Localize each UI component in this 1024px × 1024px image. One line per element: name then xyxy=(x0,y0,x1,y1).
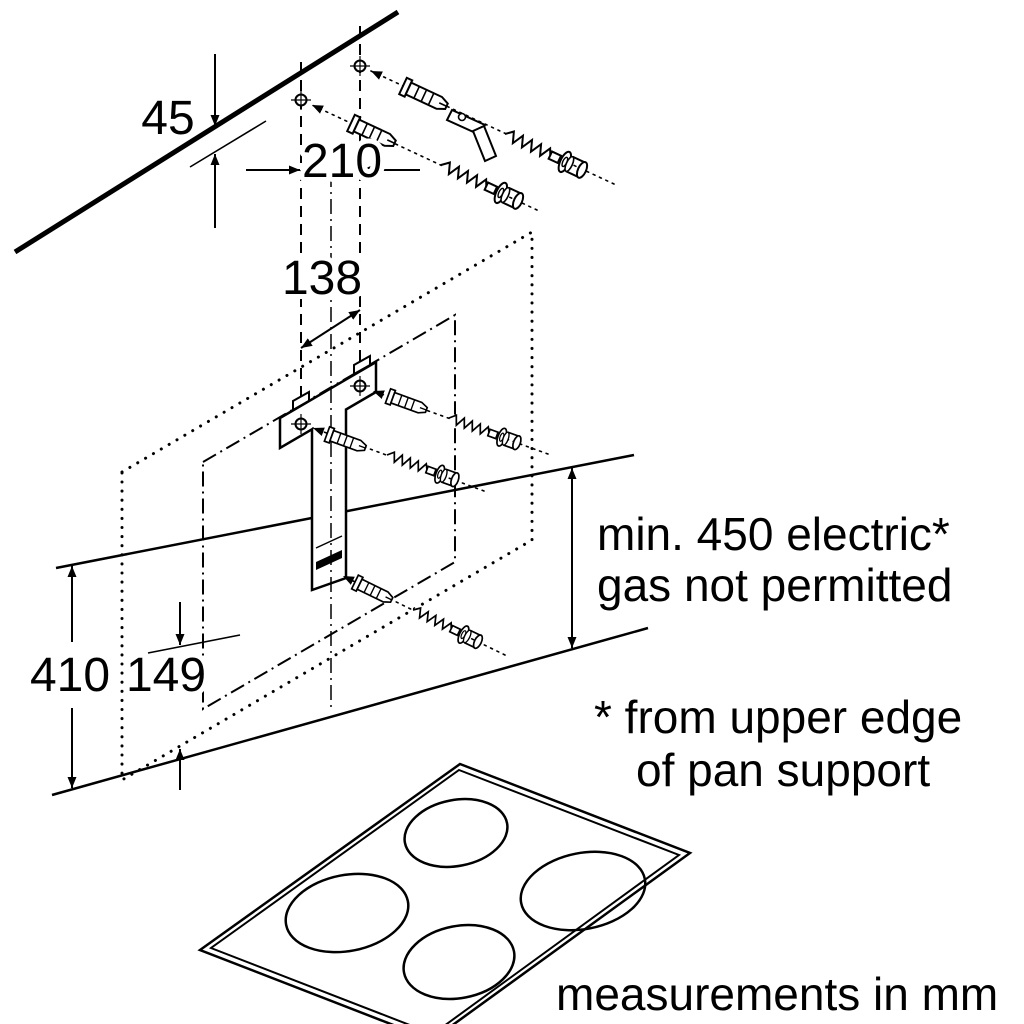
wall-plug xyxy=(384,387,430,418)
hob xyxy=(197,762,693,1024)
drill-hole xyxy=(291,414,311,434)
hob-outer-edge xyxy=(197,762,693,1024)
wall-plug xyxy=(398,76,452,116)
drill-holes xyxy=(291,56,370,434)
mounting-screw xyxy=(382,445,463,491)
footnote-line2: of pan support xyxy=(636,744,930,796)
extension-line xyxy=(147,634,241,654)
bracket-detail-line xyxy=(315,535,343,549)
bracket-hole xyxy=(457,112,467,122)
bracket-slot xyxy=(316,550,342,570)
bracket-plate xyxy=(278,359,378,592)
clearance-note-line2: gas not permitted xyxy=(597,559,952,611)
mounting-screw xyxy=(499,123,592,183)
label-45: 45 xyxy=(141,92,194,145)
clearance-note-line1: min. 450 electric* xyxy=(597,508,950,560)
wall-plug xyxy=(350,574,396,608)
mounting-screw xyxy=(408,600,486,653)
dimension-149 xyxy=(147,602,241,790)
extension-line-holes xyxy=(189,120,267,168)
dimension-45 xyxy=(189,54,267,228)
hood-outline-dotted xyxy=(120,229,534,783)
drill-hole xyxy=(291,90,311,110)
drill-hole xyxy=(350,376,370,396)
burner-circle xyxy=(519,850,647,932)
label-138: 138 xyxy=(282,252,362,305)
pan-support-line xyxy=(51,626,649,797)
mounting-screw xyxy=(444,408,525,454)
burner-circle xyxy=(403,797,509,869)
mounting-screw xyxy=(435,154,528,214)
label-210: 210 xyxy=(302,135,382,188)
label-410: 410 xyxy=(30,649,110,702)
hob-inner-edge xyxy=(208,768,682,1024)
chimney-bracket xyxy=(445,108,498,163)
units-note: measurements in mm xyxy=(556,968,998,1020)
burner-circle xyxy=(284,872,410,954)
burner-circle xyxy=(402,923,516,1001)
label-149: 149 xyxy=(126,649,206,702)
drill-hole xyxy=(350,56,370,76)
dimension-138-arrow xyxy=(300,309,361,349)
ceiling-edge-line xyxy=(13,9,400,255)
top-mounting-hardware xyxy=(311,70,615,214)
bracket-mounting-hardware xyxy=(312,387,549,656)
footnote-line1: * from upper edge xyxy=(594,691,962,743)
